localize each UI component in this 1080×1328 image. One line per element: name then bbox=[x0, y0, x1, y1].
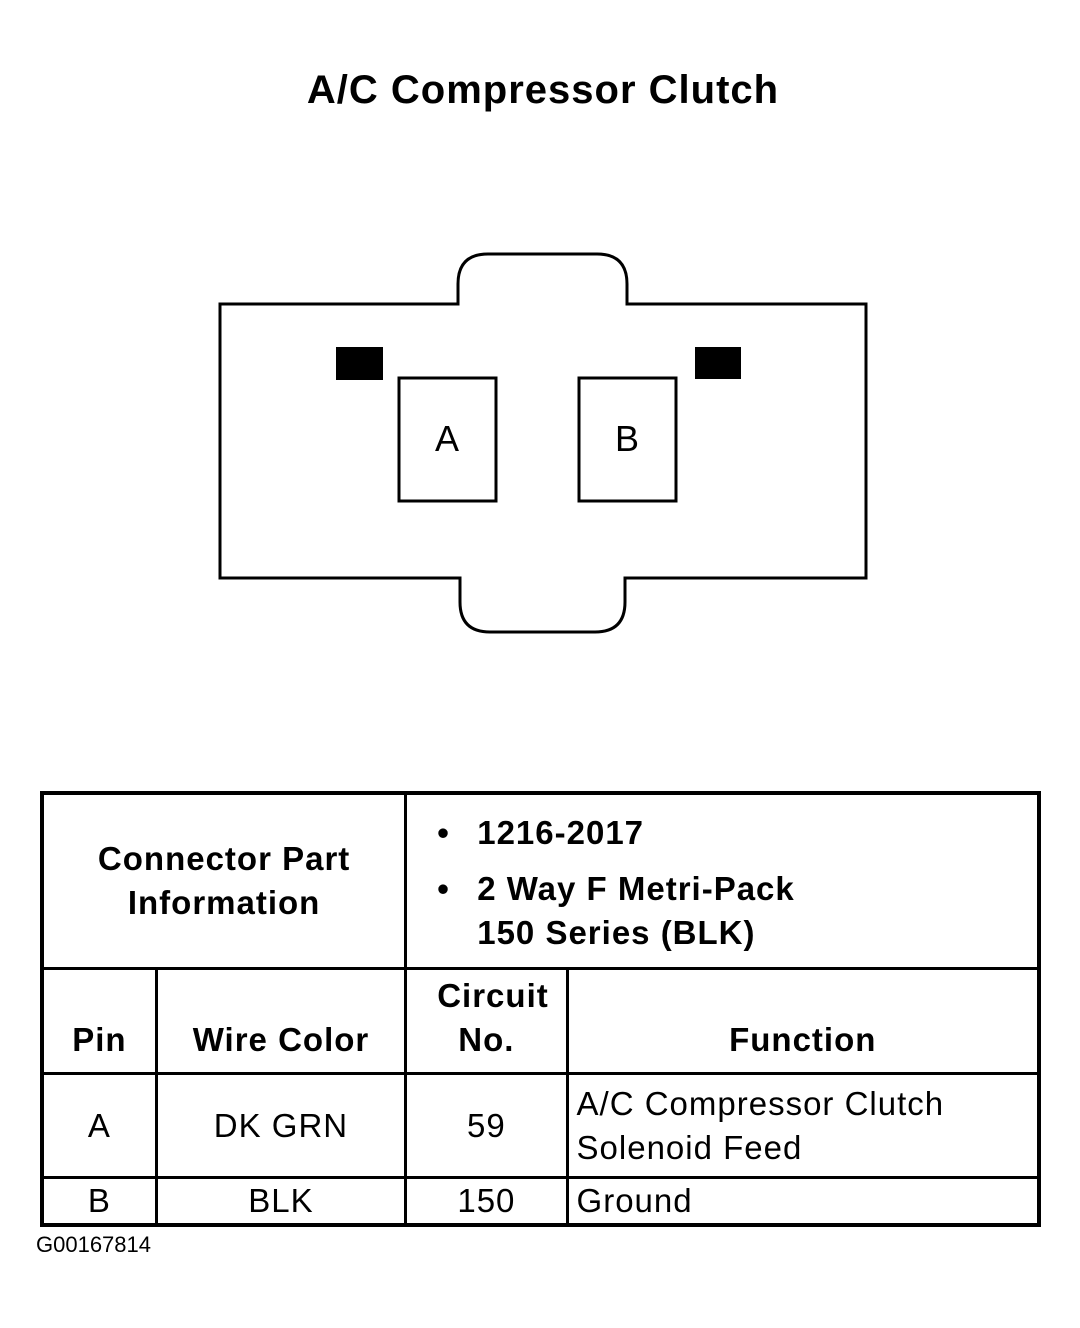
table-row: A DK GRN 59 A/C Compressor Clutch Soleno… bbox=[40, 1072, 1041, 1179]
diagram-title: A/C Compressor Clutch bbox=[306, 68, 780, 112]
pin-cavity-b bbox=[577, 376, 678, 503]
part-series: 2 Way F Metri-Pack 150 Series (BLK) bbox=[477, 870, 795, 951]
connector-diagram: A B bbox=[218, 252, 868, 634]
part-info-row: Connector Part Information • 1216-2017 •… bbox=[40, 791, 1041, 970]
header-wire-color: Wire Color bbox=[154, 967, 408, 1075]
connector-table: Connector Part Information • 1216-2017 •… bbox=[40, 791, 1041, 1227]
row-b-wire-color: BLK bbox=[154, 1176, 408, 1227]
row-a-function: A/C Compressor Clutch Solenoid Feed bbox=[565, 1072, 1041, 1179]
row-b-circuit: 150 bbox=[404, 1176, 569, 1227]
row-a-circuit: 59 bbox=[404, 1072, 569, 1179]
latch-left bbox=[336, 347, 383, 380]
latch-right bbox=[695, 347, 741, 379]
part-info-item: • 2 Way F Metri-Pack 150 Series (BLK) bbox=[437, 867, 857, 955]
row-a-pin: A bbox=[40, 1072, 158, 1179]
part-info-list: • 1216-2017 • 2 Way F Metri-Pack 150 Ser… bbox=[404, 791, 1041, 970]
row-a-function-text: A/C Compressor Clutch Solenoid Feed bbox=[576, 1084, 945, 1166]
row-b-pin: B bbox=[40, 1176, 158, 1227]
row-b-function: Ground bbox=[565, 1176, 1041, 1227]
header-circuit: Circuit No. bbox=[404, 967, 569, 1075]
pin-label-a: A bbox=[435, 418, 459, 459]
header-row: Pin Wire Color Circuit No. Function bbox=[40, 967, 1041, 1075]
table-row: B BLK 150 Ground bbox=[40, 1176, 1041, 1227]
bullet-icon: • bbox=[437, 870, 450, 907]
part-info-label: Connector Part Information bbox=[40, 791, 408, 970]
pin-cavity-a bbox=[397, 376, 498, 503]
header-function: Function bbox=[565, 967, 1041, 1075]
row-a-wire-color: DK GRN bbox=[154, 1072, 408, 1179]
pin-label-b: B bbox=[615, 418, 639, 459]
figure-code: G00167814 bbox=[36, 1232, 151, 1257]
connector-housing bbox=[218, 252, 868, 634]
header-pin: Pin bbox=[40, 967, 158, 1075]
header-circuit-label: Circuit No. bbox=[437, 977, 549, 1058]
bullet-icon: • bbox=[437, 814, 450, 851]
part-info-item: • 1216-2017 bbox=[437, 811, 1037, 855]
part-number: 1216-2017 bbox=[477, 814, 645, 851]
